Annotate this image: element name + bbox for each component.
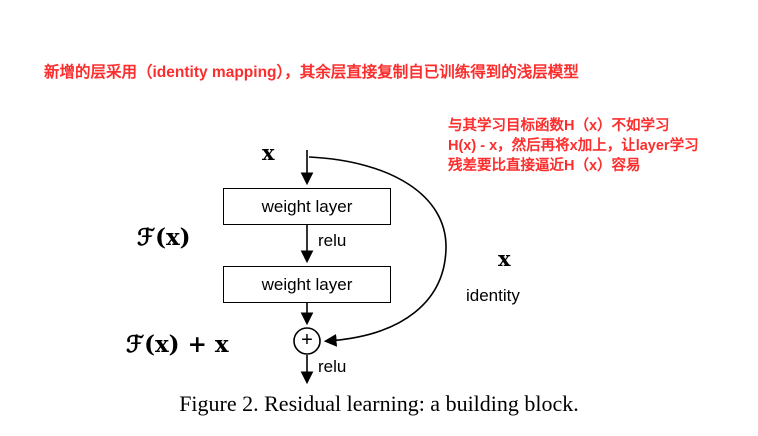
side-annotation-line-2: H(x) - x，然后再将x加上，让layer学习 <box>448 138 699 154</box>
side-annotation-line-1: 与其学习目标函数H（x）不如学习 <box>448 118 670 134</box>
sum-expression-label: ℱ(x) + x <box>126 331 229 358</box>
figure-caption: Figure 2. Residual learning: a building … <box>179 391 579 416</box>
side-annotation: 与其学习目标函数H（x）不如学习 H(x) - x，然后再将x加上，让layer… <box>448 116 699 176</box>
relu-out-label: relu <box>318 357 347 376</box>
side-annotation-line-3: 残差要比直接逼近H（x）容易 <box>448 158 641 174</box>
skip-connection-arrow <box>308 156 447 347</box>
input-x-label: x <box>262 140 275 165</box>
identity-label: identity <box>466 286 520 305</box>
relu-mid-label: relu <box>318 231 347 250</box>
residual-function-label: ℱ(x) <box>137 224 191 251</box>
top-annotation: 新增的层采用（identity mapping），其余层直接复制自已训练得到的浅… <box>44 64 579 81</box>
weight-layer-1-box: weight layer <box>223 188 391 225</box>
weight-layer-2-label: weight layer <box>261 274 353 294</box>
sum-node <box>293 327 321 355</box>
weight-layer-2-box: weight layer <box>223 266 391 303</box>
skip-x-label: x <box>498 246 511 271</box>
weight-layer-1-label: weight layer <box>261 196 353 216</box>
plus-symbol: + <box>301 329 313 351</box>
